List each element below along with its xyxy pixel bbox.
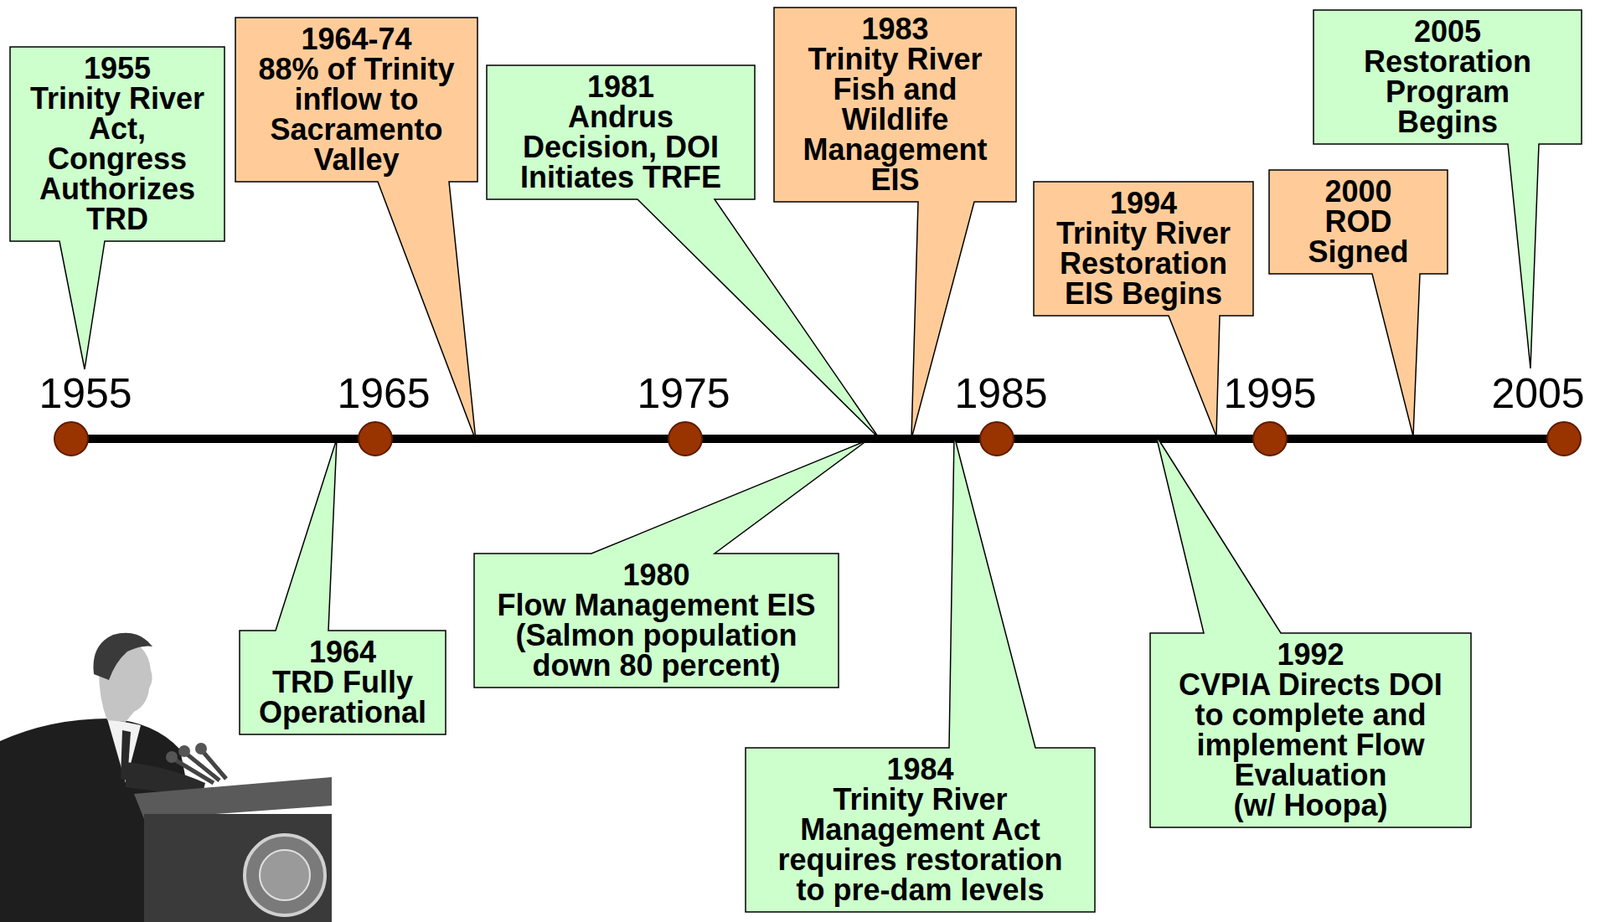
year-label: 2005	[1479, 372, 1597, 415]
podium	[144, 814, 332, 922]
event-year: 1992	[1171, 640, 1451, 671]
event-year: 2000	[1277, 176, 1440, 207]
event-text: CVPIA Directs DOI to complete and implem…	[1171, 670, 1451, 791]
event-text: Trinity River Act, Congress Authorizes T…	[18, 83, 217, 235]
event-text: TRD Fully Operational	[247, 667, 438, 728]
callout-bubble	[239, 438, 446, 735]
callout-box: 1964TRD Fully Operational	[239, 630, 446, 735]
year-dot	[1253, 422, 1287, 456]
event-text: Restoration Program Begins	[1338, 46, 1557, 138]
callout-box: 2000ROD Signed	[1269, 170, 1448, 274]
callout-box: 1994Trinity River Restoration EIS Begins	[1033, 181, 1254, 316]
callout-box: 1955Trinity River Act, Congress Authoriz…	[10, 46, 225, 242]
year-label: 1995	[1211, 372, 1329, 415]
callout-bubbles	[10, 7, 1582, 913]
callout-bubble	[745, 435, 1095, 913]
year-dots	[54, 422, 1581, 456]
event-year: 1955	[18, 53, 217, 84]
callout-bubble	[474, 440, 868, 688]
year-dot	[358, 422, 393, 456]
timeline-axis	[71, 434, 1567, 444]
event-text: ROD Signed	[1277, 206, 1440, 268]
event-text: Trinity River Fish and Wildlife Manageme…	[782, 44, 1008, 196]
year-label: 1955	[26, 372, 145, 415]
lectern-top	[134, 777, 332, 820]
event-year: 1980	[482, 560, 831, 591]
event-year: 1984	[766, 754, 1074, 785]
year-label: 1975	[624, 372, 743, 415]
seal-inner	[259, 850, 310, 901]
event-text: (w/ Hoopa)	[1171, 790, 1451, 821]
event-year: 1981	[505, 72, 737, 103]
seal	[244, 835, 326, 916]
year-dot	[54, 422, 88, 456]
event-text: Andrus Decision, DOI Initiates TRFE	[505, 102, 737, 193]
event-year: 2005	[1338, 16, 1557, 47]
event-year: 1983	[782, 14, 1008, 45]
year-dot	[1547, 422, 1581, 456]
event-year: 1964-74	[243, 24, 470, 55]
callout-box: 1964-7488% of Trinity inflow to Sacramen…	[235, 17, 478, 182]
event-text: Flow Management EIS	[482, 590, 831, 621]
callout-bubble	[1033, 181, 1254, 437]
callout-bubble	[235, 17, 478, 441]
microphone	[165, 751, 178, 764]
hair	[92, 633, 153, 681]
callout-box: 1992CVPIA Directs DOI to complete and im…	[1150, 633, 1471, 828]
callout-box: 1980Flow Management EIS(Salmon populatio…	[474, 553, 839, 688]
year-label: 1965	[325, 372, 443, 415]
event-text: Trinity River Management Act requires re…	[766, 784, 1074, 906]
callout-bubble	[1150, 435, 1471, 828]
callout-box: 1981Andrus Decision, DOI Initiates TRFE	[486, 65, 755, 200]
year-label: 1985	[942, 372, 1060, 415]
callout-box: 1984Trinity River Management Act require…	[745, 748, 1095, 913]
event-text: 88% of Trinity inflow to Sacramento Vall…	[243, 54, 470, 176]
microphone	[178, 745, 191, 758]
year-dot	[980, 422, 1014, 456]
event-text: (Salmon population down 80 percent)	[482, 620, 831, 682]
callout-bubble	[10, 46, 225, 370]
event-year: 1994	[1042, 188, 1245, 219]
event-year: 1964	[247, 637, 438, 668]
microphone	[195, 743, 207, 755]
callout-box: 1983Trinity River Fish and Wildlife Mana…	[774, 7, 1017, 202]
callout-box: 2005Restoration Program Begins	[1313, 10, 1582, 145]
year-dot	[668, 422, 702, 456]
event-text: Trinity River Restoration EIS Begins	[1042, 218, 1245, 310]
